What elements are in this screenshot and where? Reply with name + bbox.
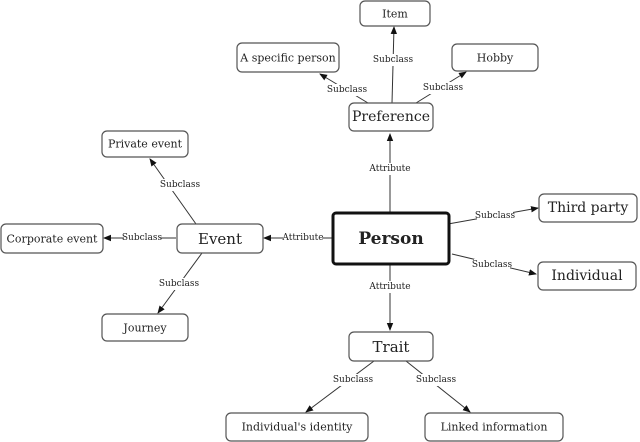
- node-hobby: Hobby: [451, 43, 539, 72]
- edge-preference-hobby: Subclass: [415, 71, 467, 104]
- node-private-event-label: Private event: [108, 138, 183, 151]
- node-journey: Journey: [101, 313, 189, 342]
- node-individual-label: Individual: [551, 268, 623, 284]
- node-event-label: Event: [198, 230, 242, 248]
- edge-person-third-party: Subclass: [447, 206, 539, 225]
- edge-person-event: Attribute: [263, 232, 332, 244]
- node-third-party-label: Third party: [548, 200, 629, 216]
- node-specific-person-label: A specific person: [239, 52, 335, 65]
- node-item: Item: [359, 0, 431, 27]
- edge-label-person-preference: Attribute: [368, 164, 410, 174]
- node-person-label: Person: [358, 229, 423, 249]
- edge-event-journey: Subclass: [157, 252, 203, 314]
- edge-label-person-third-party: Subclass: [475, 211, 516, 221]
- node-hobby-label: Hobby: [477, 52, 514, 65]
- node-journey-label: Journey: [122, 322, 167, 335]
- edge-person-preference: Attribute: [368, 133, 411, 212]
- node-event: Event: [176, 223, 264, 254]
- edge-label-person-event: Attribute: [281, 233, 323, 243]
- node-person: Person: [331, 211, 451, 266]
- edge-preference-specific-person: Subclass: [319, 73, 369, 104]
- edge-label-preference-specific-person: Subclass: [327, 85, 368, 95]
- edge-event-corporate-event: Subclass: [103, 232, 176, 244]
- edge-person-trait: Attribute: [368, 264, 411, 331]
- node-specific-person: A specific person: [236, 42, 340, 73]
- node-linked-information-label: Linked information: [441, 421, 548, 434]
- node-item-label: Item: [382, 8, 408, 21]
- node-individuals-identity: Individual's identity: [225, 412, 369, 442]
- node-trait: Trait: [348, 331, 434, 362]
- node-preference-label: Preference: [352, 109, 430, 125]
- edge-label-event-corporate-event: Subclass: [122, 233, 163, 243]
- node-third-party: Third party: [538, 193, 638, 223]
- edge-person-individual: Subclass: [451, 253, 537, 276]
- node-private-event: Private event: [101, 130, 189, 158]
- node-individual: Individual: [537, 261, 637, 291]
- edge-label-trait-linked-information: Subclass: [416, 375, 457, 385]
- edge-label-event-journey: Subclass: [159, 279, 200, 289]
- edge-label-preference-hobby: Subclass: [423, 83, 464, 93]
- edge-label-trait-individuals-identity: Subclass: [333, 375, 374, 385]
- edge-event-private-event: Subclass: [149, 158, 201, 225]
- edge-trait-linked-information: Subclass: [405, 360, 471, 413]
- edge-label-person-trait: Attribute: [368, 282, 410, 292]
- node-corporate-event: Corporate event: [0, 223, 104, 254]
- node-individuals-identity-label: Individual's identity: [242, 421, 354, 434]
- edge-preference-item: Subclass: [373, 26, 414, 104]
- node-corporate-event-label: Corporate event: [7, 233, 99, 246]
- edge-label-person-individual: Subclass: [472, 260, 513, 270]
- edge-label-preference-item: Subclass: [373, 55, 414, 65]
- node-preference: Preference: [348, 102, 434, 132]
- edge-trait-individuals-identity: Subclass: [305, 360, 375, 413]
- node-trait-label: Trait: [373, 338, 410, 356]
- node-linked-information: Linked information: [424, 412, 564, 442]
- edge-label-event-private-event: Subclass: [160, 180, 201, 190]
